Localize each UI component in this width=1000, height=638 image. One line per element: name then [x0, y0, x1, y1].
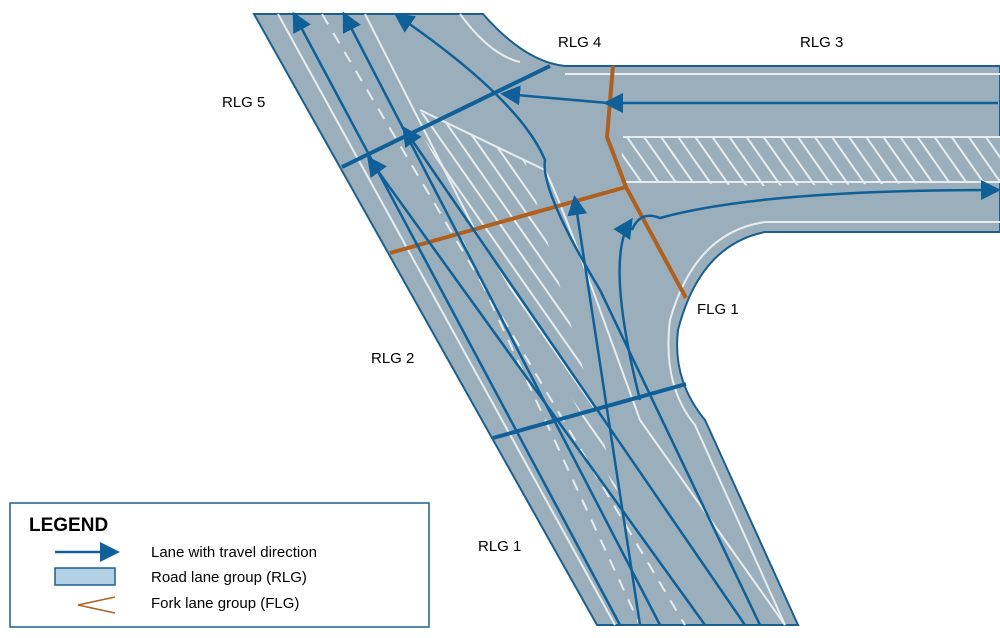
label-rlg4: RLG 4 [558, 34, 601, 51]
lane-arrows [292, 11, 1000, 626]
legend-item-label: Fork lane group (FLG) [151, 595, 299, 612]
label-rlg3: RLG 3 [800, 34, 843, 51]
legend-item-label: Road lane group (RLG) [151, 569, 307, 586]
label-rlg2: RLG 2 [371, 350, 414, 367]
lane-arrow [613, 217, 642, 401]
gore-areas [405, 105, 1000, 500]
lane-arrow [567, 195, 642, 626]
lane-arrow [500, 85, 609, 106]
fork-icon [77, 596, 116, 614]
rlg-boundaries [341, 64, 687, 440]
gore-area-right [620, 137, 1000, 186]
lane-group-swatch-icon [54, 567, 116, 586]
lane-arrow [393, 13, 762, 626]
lane-arrow [402, 125, 747, 626]
legend-box [9, 502, 430, 628]
lane-arrow [342, 11, 662, 626]
rlg-boundary-5 [341, 64, 551, 169]
label-rlg1: RLG 1 [478, 538, 521, 555]
lane-markings [277, 13, 1000, 626]
lane-arrow [292, 11, 622, 626]
label-flg1: FLG 1 [697, 301, 739, 318]
gore-area-left [405, 105, 620, 500]
lane-arrow [630, 180, 1000, 231]
legend: LEGEND Lane with travel direction Road l… [9, 502, 430, 628]
label-rlg5: RLG 5 [222, 94, 265, 111]
legend-item-label: Lane with travel direction [151, 544, 317, 561]
legend-title: LEGEND [29, 515, 108, 536]
lane-arrow [367, 155, 707, 626]
rlg-boundary-1 [492, 382, 687, 440]
lane-group-labels: RLG 5 RLG 4 RLG 3 FLG 1 RLG 2 RLG 1 [222, 34, 843, 555]
